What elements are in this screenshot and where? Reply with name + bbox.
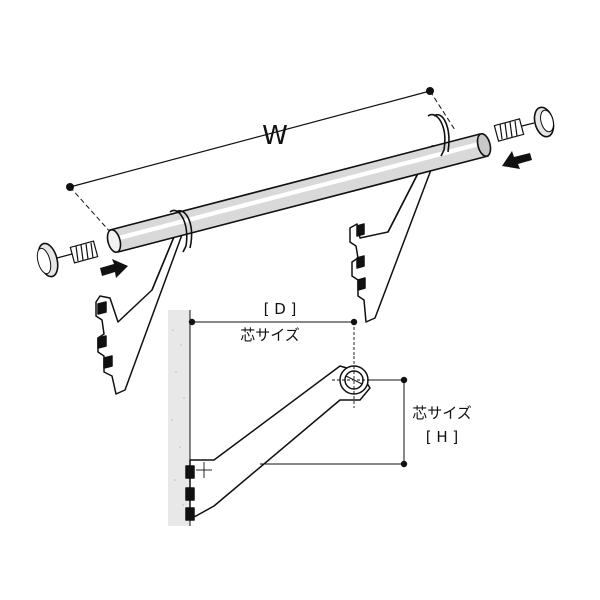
height-note: 芯サイズ bbox=[412, 404, 472, 422]
insert-arrow-icon bbox=[502, 151, 532, 169]
bracket-hooks bbox=[169, 113, 450, 253]
depth-dimension: [ D ] 芯サイズ bbox=[188, 300, 358, 356]
mount-center-mark bbox=[196, 462, 212, 478]
depth-start-dot bbox=[188, 318, 196, 326]
left-screw bbox=[56, 240, 99, 264]
depth-note: 芯サイズ bbox=[240, 326, 300, 344]
hanger-pipe bbox=[106, 132, 492, 254]
right-end-cap bbox=[533, 106, 555, 138]
side-bracket bbox=[185, 365, 371, 521]
depth-label: [ D ] bbox=[264, 300, 297, 318]
width-dimension-end-dot bbox=[426, 87, 434, 95]
width-label: W bbox=[262, 121, 288, 151]
right-bracket bbox=[349, 145, 441, 323]
height-start-dot bbox=[400, 376, 408, 384]
right-screw bbox=[493, 118, 535, 142]
insert-arrow-icon bbox=[100, 259, 128, 278]
height-label: [ H ] bbox=[426, 428, 459, 446]
height-end-dot bbox=[400, 460, 408, 468]
pipe-center-mark bbox=[332, 356, 378, 408]
height-dimension: 芯サイズ [ H ] bbox=[260, 376, 472, 468]
left-end-cap bbox=[36, 242, 59, 278]
width-dimension-start-dot bbox=[66, 183, 74, 191]
width-dimension: W bbox=[66, 87, 456, 235]
depth-end-dot bbox=[350, 318, 358, 326]
left-bracket bbox=[95, 231, 184, 395]
